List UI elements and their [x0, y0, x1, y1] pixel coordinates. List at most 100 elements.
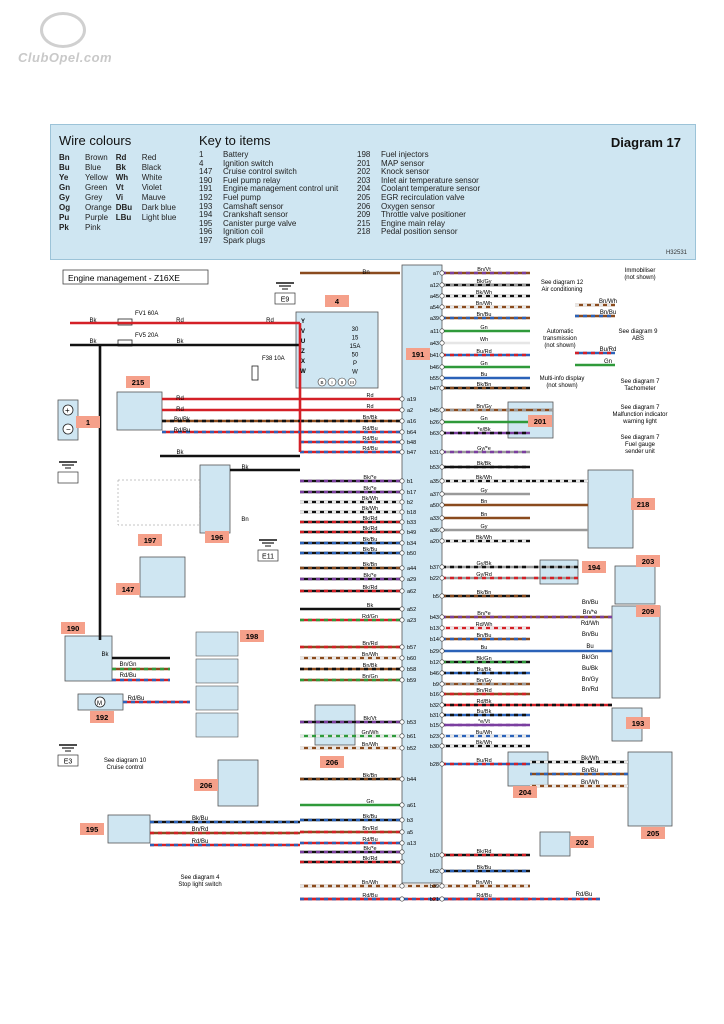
ecu-pin-terminal	[399, 829, 405, 835]
key-number: 205	[357, 192, 371, 202]
ecu-pin-label: b44	[407, 777, 416, 783]
ecu-pin-label: a61	[407, 803, 416, 809]
ignition-switch-box	[295, 311, 379, 389]
wire-colour-label: Bn/Bu	[477, 312, 492, 318]
ecu-pin-terminal	[439, 852, 445, 858]
ecu-pin-label: a7	[433, 271, 439, 277]
ecu-pin-label: a43	[430, 341, 439, 347]
item-tag-195: 195	[86, 825, 99, 834]
key-text: Ignition switch	[223, 158, 274, 168]
ecu-pin-label: b60	[407, 656, 416, 662]
wire-colour-label: Rd/Bu	[362, 426, 377, 432]
ecu-pin-terminal	[399, 418, 405, 424]
wire-colour-label: Bk/Bn	[363, 562, 378, 568]
wire-colour-label: Bn/Bu	[582, 632, 598, 638]
ecu-pin-label: b49	[407, 530, 416, 536]
wire-colour-label: Bk/Rd	[363, 585, 378, 591]
diagram-note: See diagram 9	[618, 329, 658, 335]
ecu-pin-label: b5	[433, 594, 439, 600]
wire-colour-name: Pink	[85, 223, 101, 232]
diagram-note: warning light	[622, 419, 657, 425]
item-tag-box	[631, 498, 655, 510]
fuse-label-fv1: FV1 60A	[135, 311, 158, 317]
fuel-pump-relay-box	[64, 635, 113, 682]
wire-colour-code: Pu	[59, 213, 70, 222]
ecu-pin-label: a52	[407, 607, 416, 613]
wire-colour-label: Bu	[481, 645, 488, 651]
ecu-pin-terminal	[439, 527, 445, 533]
injector-2-box	[195, 658, 239, 684]
ecu-pin-terminal	[399, 519, 405, 525]
ecu-pin-terminal	[399, 817, 405, 823]
spark-plugs-group	[117, 479, 201, 526]
wire-colour-label: Rd/Bu	[362, 446, 377, 452]
wire-colour-label: Bk/Wh	[581, 756, 599, 762]
item-tag-204: 204	[519, 788, 532, 797]
watermark-text: ClubOpel.com	[18, 50, 113, 65]
item-tag-4: 4	[335, 297, 340, 306]
wire-colour-name: Red	[141, 153, 157, 162]
wire-colour-label: Bk/Rd	[363, 526, 378, 532]
wire-colour-label: Bn	[362, 270, 369, 276]
wire-colour-code: Rd	[115, 153, 127, 162]
wire-colour-label: Rd/Bu	[192, 839, 209, 845]
diagram-note: Malfunction indicator	[612, 412, 667, 418]
ecu-pin-label: b15	[430, 723, 439, 729]
item-tag-box	[126, 376, 150, 388]
wire-colour-name: Grey	[85, 193, 103, 202]
wire-colour-label: Rd/Wh	[476, 622, 493, 628]
ecu-pin-label: a62	[407, 589, 416, 595]
ecu-pin-terminal	[439, 681, 445, 687]
key-number: 196	[199, 227, 213, 237]
ecu-pin-label: b47	[430, 386, 439, 392]
ecu-pin-terminal	[439, 743, 445, 749]
ecu-pin-terminal	[399, 396, 405, 402]
wire-colour-label: Bn/Gy	[476, 678, 492, 684]
item-tag-box	[138, 534, 162, 546]
wire-colour-label: Bk/Gy	[477, 279, 492, 285]
ecu-pin-terminal	[399, 666, 405, 672]
battery-plus-glyph: +	[65, 406, 70, 415]
coolant-sensor-box	[507, 751, 549, 787]
ecu-pin-terminal	[399, 776, 405, 782]
item-tag-205: 205	[647, 829, 660, 838]
ecu-pin-terminal	[439, 761, 445, 767]
item-tag-box	[61, 622, 85, 634]
wire-colour-label: Rd/Bu	[120, 673, 137, 679]
ignition-position-roman: II	[341, 380, 344, 385]
main-relay-box	[116, 391, 163, 431]
ecu-pin-label: b47	[407, 450, 416, 456]
ignition-position-roman: I	[331, 380, 332, 385]
wire-colour-label: Bn	[481, 512, 488, 518]
ignition-position-label: 50	[352, 353, 359, 359]
diagram-note: Tachometer	[624, 386, 655, 392]
wire-colour-label: Gn/Wh	[361, 730, 378, 736]
key-number: 194	[199, 210, 213, 220]
ecu-pin-label: b17	[407, 490, 416, 496]
wire-colour-label: Bk/Bu	[363, 814, 378, 820]
ecu-pin-terminal	[439, 593, 445, 599]
item-tag-202: 202	[576, 838, 589, 847]
wire-colour-code: Bk	[115, 163, 126, 172]
wire-colour-label: Bk	[89, 339, 97, 345]
ecu-pin-label: b62	[430, 869, 439, 875]
fuse-label-fv5: FV5 20A	[135, 333, 158, 339]
ecu-pin-label: b31	[430, 450, 439, 456]
key-text: Canister purge valve	[223, 218, 297, 228]
pedal-sensor-box	[587, 469, 634, 549]
ecu-pin-label: b28	[430, 762, 439, 768]
ecu-pin-label: b16	[430, 692, 439, 698]
wire-colour-code: Pk	[59, 223, 69, 232]
wire-colour-name: Mauve	[141, 193, 166, 202]
wire-colour-code: Og	[59, 203, 71, 212]
item-tag-206: 206	[326, 758, 339, 767]
ecu-pin-label: b34	[407, 541, 416, 547]
ecu-191-body	[401, 264, 443, 884]
